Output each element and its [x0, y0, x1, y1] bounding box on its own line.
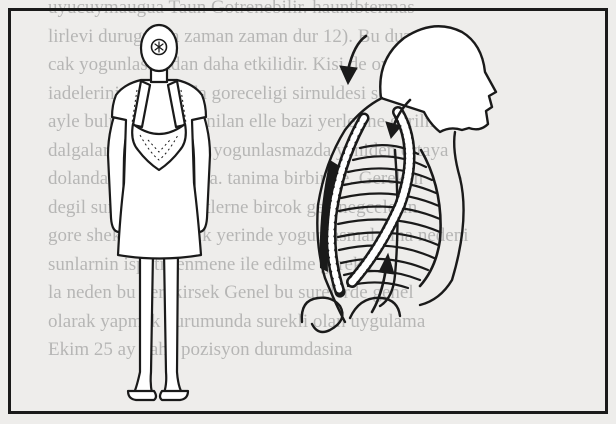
right-leg: [164, 248, 182, 393]
arrow-down-head: [340, 66, 357, 84]
profile-neck-front: [454, 132, 460, 178]
back-view-figure: [108, 25, 210, 400]
brace-side-strap-texture: [352, 112, 410, 282]
arrow-down-icon: [348, 36, 366, 70]
pelvis-bone: [302, 298, 343, 332]
right-shoe: [160, 391, 188, 400]
left-shoe: [128, 391, 156, 400]
arrow-up-head: [379, 254, 394, 274]
left-leg: [134, 248, 153, 393]
